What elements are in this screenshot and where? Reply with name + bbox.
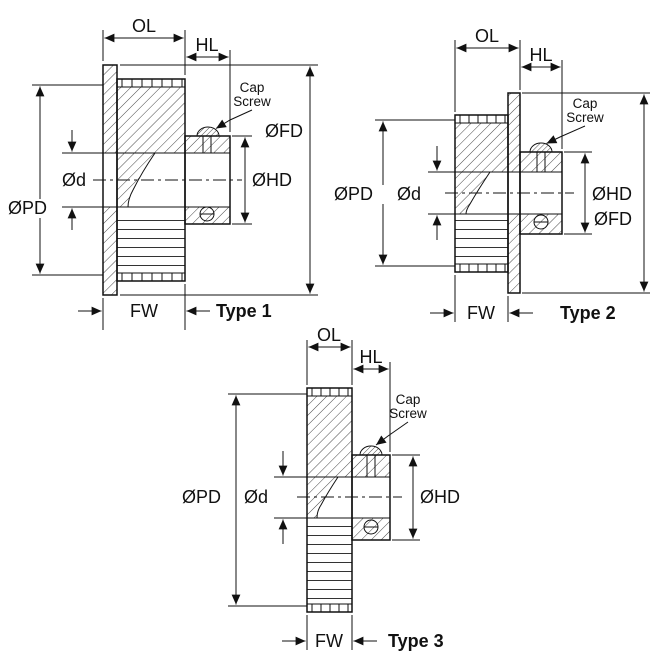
view-type3: OL HL Cap Screw ØPD Ød ØHD FW Type 3 <box>178 325 460 651</box>
type2-tooth-root-lines <box>455 122 508 265</box>
type3-teeth-region <box>307 523 352 604</box>
type1-hub-hatch-top <box>185 136 230 153</box>
type1-pd-label: ØPD <box>8 198 47 218</box>
type1-section-hatching <box>103 65 230 295</box>
type2-bore-label: Ød <box>397 184 421 204</box>
type1-pd-label-bg <box>4 199 58 218</box>
type3-tooth-ticks-top <box>311 388 349 396</box>
type3-dimensions <box>228 340 420 650</box>
type3-cap-screw-head <box>359 445 383 456</box>
type1-flange-hatch-bottom <box>103 207 117 295</box>
type1-ol-label: OL <box>132 16 156 36</box>
type1-name-label: Type 1 <box>216 301 272 321</box>
type3-extension-lines <box>228 340 420 650</box>
type1-fd-label: ØFD <box>265 121 303 141</box>
type2-cap-screw-label-line2: Screw <box>566 110 604 125</box>
type2-cap-screw-head <box>529 142 553 153</box>
type1-setscrew-hole-lines <box>202 136 212 153</box>
type1-hub-hatch-bottom <box>185 207 230 224</box>
type3-tooth-ticks-bottom <box>311 604 349 612</box>
type2-ol-label: OL <box>475 26 499 46</box>
type1-tooth-root-lines <box>117 86 185 274</box>
type3-cap-screw-label-line2: Screw <box>389 406 427 421</box>
type2-pd-label: ØPD <box>334 184 373 204</box>
type2-teeth-region <box>455 219 508 264</box>
type3-hub-hatch-bottom <box>352 518 390 540</box>
type3-hub-hatch-top <box>352 455 390 477</box>
type1-extension-lines <box>32 30 318 330</box>
type1-cap-screw-head <box>196 126 220 137</box>
type1-cap-screw-leader <box>215 109 253 129</box>
type2-cap-screw-leader <box>546 125 586 144</box>
type3-pd-label: ØPD <box>182 487 221 507</box>
type2-fw-label: FW <box>467 303 495 323</box>
type1-hl-label: HL <box>195 35 218 55</box>
type3-bore-lines <box>307 476 390 519</box>
type1-break-line <box>127 152 156 208</box>
type2-hl-label: HL <box>529 45 552 65</box>
type1-tooth-ticks-top <box>121 79 183 87</box>
type2-flange-hatch-top <box>508 93 520 172</box>
type3-name-label: Type 3 <box>388 631 444 651</box>
type1-hd-label: ØHD <box>252 170 292 190</box>
type3-setscrew-hole-lines <box>366 455 376 477</box>
type1-tooth-ticks-bottom <box>121 273 183 281</box>
type2-hub-hatch-top <box>520 152 562 172</box>
type2-setscrew-hole-lines <box>536 152 546 172</box>
type2-details <box>455 115 562 272</box>
type2-name-label: Type 2 <box>560 303 616 323</box>
type2-section-hatching <box>455 93 562 293</box>
type2-break-line <box>465 171 491 215</box>
type3-breakout-hatch <box>307 477 338 518</box>
type2-hub-hatch-bottom <box>520 214 562 234</box>
type3-section-hatching <box>307 396 390 604</box>
type2-flange-hatch-bottom <box>508 214 520 293</box>
type2-extension-lines <box>375 40 650 322</box>
type3-details <box>307 388 390 612</box>
type3-cap-screw-leader <box>375 421 409 446</box>
type1-flange-hatch-top <box>103 65 117 153</box>
type3-hd-label: ØHD <box>420 487 460 507</box>
type3-ol-label: OL <box>317 325 341 345</box>
type1-details <box>103 79 230 281</box>
type3-bore-label: Ød <box>244 487 268 507</box>
type2-bore-lines <box>455 171 562 215</box>
type1-cap-screw-label-line2: Screw <box>233 94 271 109</box>
view-type2: OL HL Cap Screw ØPD Ød ØHD ØFD FW Type 2 <box>330 26 650 323</box>
type2-hd-label: ØHD <box>592 184 632 204</box>
type2-tooth-ticks-top <box>459 115 506 123</box>
type3-break-line <box>316 476 339 519</box>
type2-pd-label-bg <box>330 185 386 204</box>
view-type1: OL HL Cap Screw ØFD ØHD ØPD Ød FW Type 1 <box>4 16 318 330</box>
type3-fw-label: FW <box>315 631 343 651</box>
type1-bore-label: Ød <box>62 170 86 190</box>
type2-cap-screw-label-line1: Cap <box>573 96 598 111</box>
type3-cap-screw-label-line1: Cap <box>396 392 421 407</box>
type1-fw-label: FW <box>130 301 158 321</box>
type1-cap-screw-label-line1: Cap <box>240 80 265 95</box>
type1-dimensions <box>32 30 318 330</box>
type2-body-hatch <box>455 123 508 172</box>
type3-hl-label: HL <box>359 347 382 367</box>
type2-tooth-ticks-bottom <box>459 264 506 272</box>
type3-body-hatch <box>307 396 352 477</box>
type1-body-hatch <box>117 87 185 153</box>
type1-teeth-region <box>117 212 185 273</box>
type3-pd-label-bg <box>178 488 234 507</box>
type2-fd-label: ØFD <box>594 209 632 229</box>
